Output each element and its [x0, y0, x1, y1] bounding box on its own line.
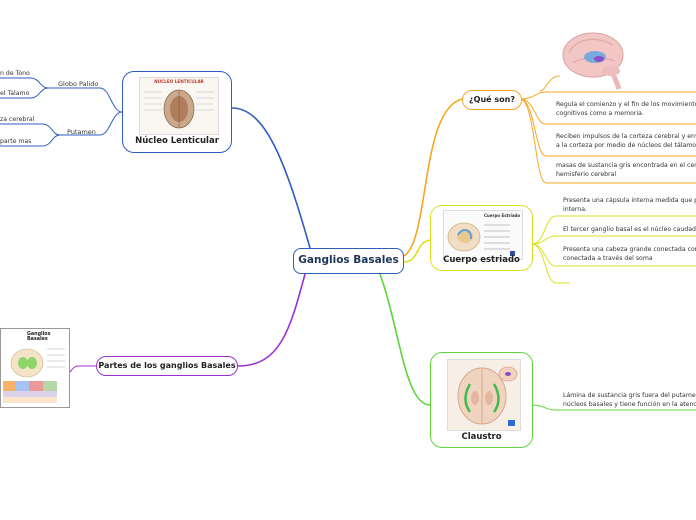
claustro-image [447, 359, 521, 431]
topic-partes-ganglios[interactable]: Partes de los ganglios Basales [96, 356, 238, 376]
topic-nucleo-lenticular[interactable]: NÚCLEO LENTICULAR Núcleo Lenticular [122, 71, 232, 153]
link-central-que-son [403, 98, 463, 257]
claustro-leaf-1: Lámina de sustancia gris fuera del putam… [563, 392, 696, 408]
claustro-label: Claustro [461, 432, 502, 442]
topic-cuerpo-estriado[interactable]: Cuerpo Estriado Cuerpo estriado [430, 205, 533, 271]
topic-claustro[interactable]: Claustro [430, 352, 533, 448]
partes-ganglios-image: Ganglios Basales [0, 328, 70, 408]
cuerpo-estriado-label: Cuerpo estriado [443, 255, 520, 265]
globo-palido-leaf-1: n de Tono [0, 70, 30, 77]
nucleo-lenticular-image: NÚCLEO LENTICULAR [139, 77, 219, 135]
link-central-nucleo-lenticular [231, 107, 311, 249]
link-central-cuerpo-estriado [403, 239, 433, 263]
que-son-leaf-2: Reciben impulsos de la corteza cerebral … [556, 133, 696, 149]
cuerpo-estriado-image: Cuerpo Estriado [443, 210, 523, 260]
brain-image-que-son [555, 25, 633, 95]
que-son-leaf-1: Regula el comienzo y el fin de los movim… [556, 101, 696, 117]
central-topic[interactable]: Ganglios Basales [293, 248, 404, 274]
cuerpo-estriado-leaf-3: Presenta una cabeza grande conectada con… [563, 246, 696, 262]
nucleo-lenticular-image-caption: NÚCLEO LENTICULAR [154, 79, 204, 84]
subtopic-globo-palido[interactable]: Globo Palido [58, 80, 99, 88]
cuerpo-estriado-leaf-1: Presenta una cápsula interna medida que … [563, 197, 696, 213]
putamen-leaf-2: parte mas [0, 138, 32, 145]
link-central-partes [237, 273, 306, 367]
que-son-leaf-3: masas de sustancia gris encontrada en el… [556, 162, 696, 178]
subtopic-putamen[interactable]: Putamen [67, 128, 96, 136]
globo-palido-leaf-2: el Talamo [0, 90, 30, 97]
cuerpo-estriado-image-caption: Cuerpo Estriado [484, 213, 521, 218]
partes-ganglios-image-caption: Ganglios Basales [27, 332, 51, 342]
nucleo-lenticular-label: Núcleo Lenticular [135, 136, 219, 146]
cuerpo-estriado-leaf-2: El tercer ganglio basal es el núcleo cau… [563, 226, 696, 233]
link-que-son-leaves [519, 91, 696, 100]
link-central-claustro [379, 273, 431, 406]
putamen-leaf-1: za cerebral [0, 116, 35, 123]
topic-que-son[interactable]: ¿Qué son? [462, 90, 522, 110]
